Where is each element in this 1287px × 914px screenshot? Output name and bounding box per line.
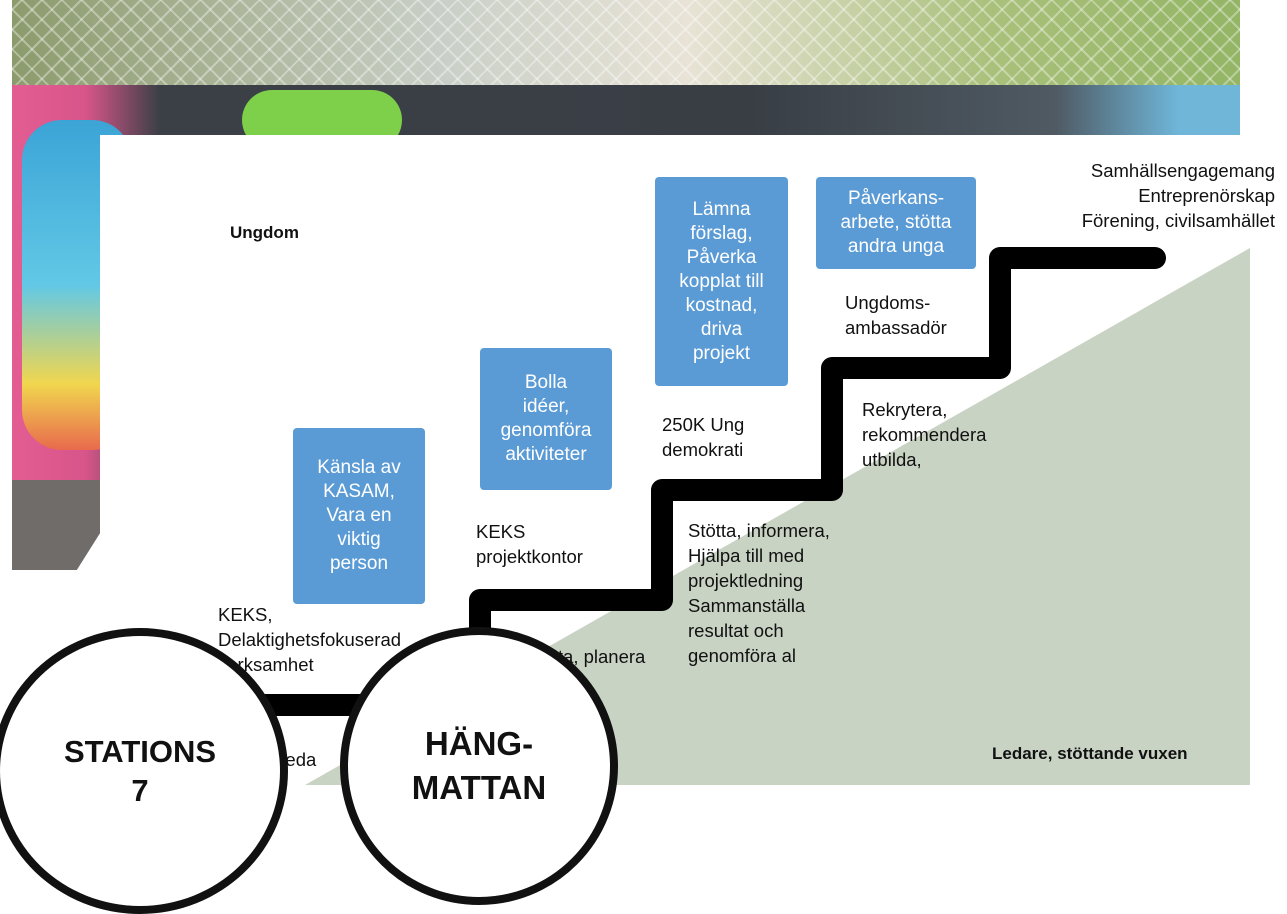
- leader-support-label: Ledare, stöttande vuxen: [992, 744, 1188, 763]
- ung-demokrati-label: 250K Ung demokrati: [662, 414, 745, 460]
- photo-sky: [12, 0, 1240, 90]
- youth-label: Ungdom: [230, 223, 299, 242]
- stations-7-circle: STATIONS 7: [0, 628, 288, 914]
- chain-link-fence: [12, 0, 1240, 90]
- bolla-ideer-box: Bolla idéer, genomföra aktiviteter: [480, 348, 612, 490]
- keks-delaktighet-label: KEKS, Delaktighetsfokuserad verksamhet: [218, 604, 402, 675]
- lamna-forslag-box: Lämna förslag, Påverka kopplat till kost…: [655, 177, 788, 386]
- kasam-box: Känsla av KASAM, Vara en viktig person: [293, 428, 425, 604]
- hangmattan-circle: HÄNG- MATTAN: [340, 627, 618, 905]
- rekrytera-label: Rekrytera, rekommendera utbilda,: [862, 399, 987, 470]
- stotta-informera-label: Stötta, informera, Hjälpa till med proje…: [688, 520, 830, 666]
- ungdomsambassador-label: Ungdoms- ambassadör: [845, 292, 947, 338]
- society-engagement-label: Samhällsengagemang Entreprenörskap Fören…: [1081, 160, 1275, 231]
- keks-projektkontor-label: KEKS projektkontor: [476, 521, 583, 567]
- paverkansarbete-box: Påverkans- arbete, stötta andra unga: [816, 177, 976, 269]
